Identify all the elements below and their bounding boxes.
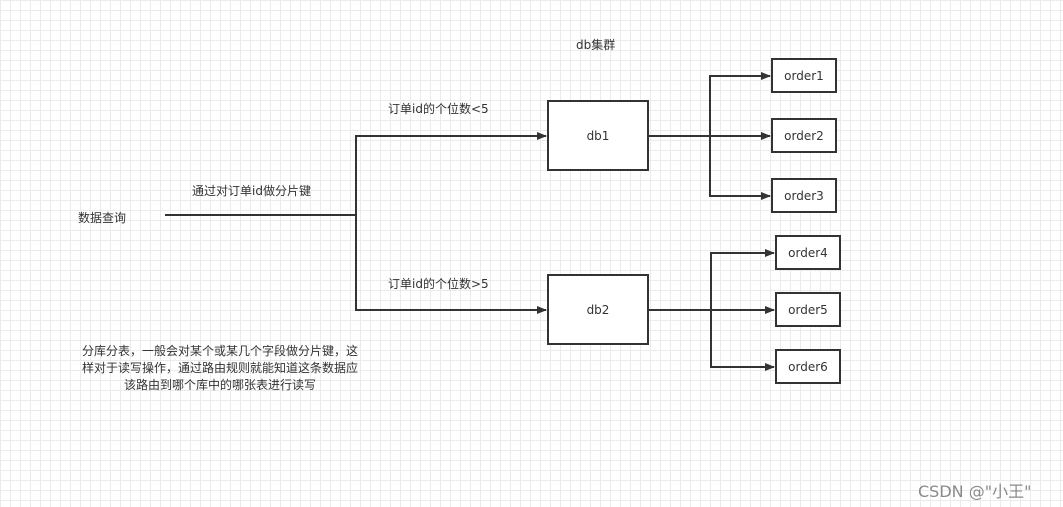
- branch-low-label: 订单id的个位数<5: [388, 102, 489, 116]
- order4-node[interactable]: order4: [775, 235, 841, 270]
- edge-to-db2: [355, 215, 547, 314]
- order3-node[interactable]: order3: [771, 178, 837, 213]
- shard-key-label: 通过对订单id做分片键: [192, 184, 311, 198]
- order5-node[interactable]: order5: [775, 292, 841, 327]
- note-line: 该路由到哪个库中的哪张表进行读写: [123, 378, 316, 392]
- edge-order6: [710, 310, 775, 371]
- cluster-label: db集群: [576, 38, 616, 52]
- order1-node[interactable]: order1: [771, 58, 837, 93]
- edge-order1: [709, 72, 771, 136]
- db2-node[interactable]: db2: [547, 274, 649, 345]
- note-line: 分库分表，一般会对某个或某几个字段做分片键，这: [81, 344, 358, 358]
- edge-to-db1: [355, 132, 547, 215]
- source-label: 数据查询: [78, 211, 127, 225]
- edge-order4: [710, 249, 775, 310]
- note-text: 分库分表，一般会对某个或某几个字段做分片键，这 样对于读写操作，通过路由规则就能…: [55, 343, 385, 394]
- note-line: 样对于读写操作，通过路由规则就能知道这条数据应: [81, 361, 358, 375]
- watermark: CSDN @"小王": [918, 482, 1032, 501]
- order2-node[interactable]: order2: [771, 118, 837, 153]
- db1-node[interactable]: db1: [547, 100, 649, 171]
- edge-order3: [709, 136, 771, 200]
- order6-node[interactable]: order6: [775, 349, 841, 384]
- branch-high-label: 订单id的个位数>5: [388, 277, 489, 291]
